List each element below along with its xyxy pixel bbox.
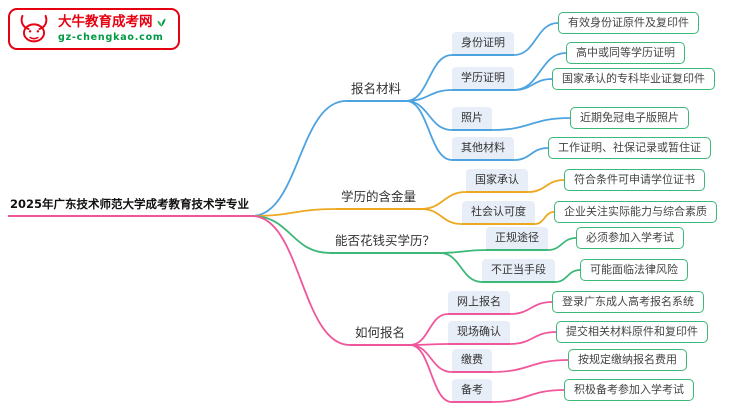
site-name: 大牛教育成考网 [58,14,167,30]
site-url: gz-chengkao.com [58,32,164,43]
site-logo: 大牛教育成考网 gz-chengkao.com [8,8,180,50]
subtopic-education-proof: 学历证明 [452,67,514,91]
branch-label-registration-materials: 报名材料 [346,79,407,102]
leaf-note: 积极备考参加入学考试 [564,379,694,401]
subtopic-online-registration: 网上报名 [448,291,510,315]
branch-label-degree-value: 学历的含金量 [336,187,422,210]
leaf-note: 符合条件可申请学位证书 [564,169,705,191]
leaf-note: 登录广东成人高考报名系统 [552,291,704,313]
logo-text: 大牛教育成考网 gz-chengkao.com [58,14,167,44]
central-topic: 2025年广东技术师范大学成考教育技术学专业 [8,195,253,217]
bull-icon [20,14,48,43]
subtopic-photo: 照片 [452,107,492,131]
leaf-note: 近期免冠电子版照片 [570,107,689,129]
subtopic-improper-means: 不正当手段 [482,259,555,283]
subtopic-social-recognition: 社会认可度 [462,201,535,225]
leaf-note: 有效身份证原件及复印件 [558,12,699,34]
subtopic-state-recognized: 国家承认 [466,169,528,193]
leaf-note: 提交相关材料原件和复印件 [556,321,708,343]
subtopic-onsite-confirmation: 现场确认 [448,321,510,345]
leaf-note: 国家承认的专科毕业证复印件 [552,68,715,90]
subtopic-formal-channel: 正规途径 [486,227,548,251]
leaf-note: 企业关注实际能力与综合素质 [554,201,717,223]
leaf-note: 必须参加入学考试 [576,227,684,249]
branch-label-how-to-register: 如何报名 [350,323,411,346]
leaf-note: 工作证明、社保记录或暂住证 [548,137,711,159]
sprout-icon [156,17,166,27]
subtopic-other-materials: 其他材料 [452,137,514,161]
branch-label-buy-degree-question: 能否花钱买学历？ [330,231,441,254]
subtopic-payment: 缴费 [452,349,492,373]
leaf-note: 可能面临法律风险 [580,259,688,281]
subtopic-identity-proof: 身份证明 [452,32,514,56]
site-name-label: 大牛教育成考网 [58,14,153,30]
subtopic-exam-prep: 备考 [452,379,492,403]
leaf-note: 高中或同等学历证明 [566,42,685,64]
leaf-note: 按规定缴纳报名费用 [568,349,687,371]
